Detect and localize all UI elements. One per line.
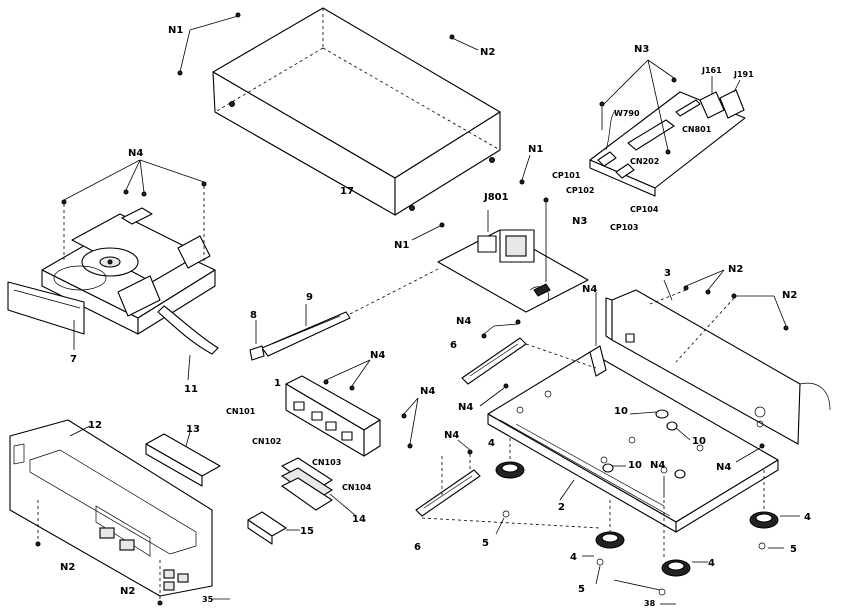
label-n4-c: N4 <box>650 460 665 471</box>
label-cp104: CP104 <box>630 205 659 214</box>
label-n4-m1: N4 <box>456 316 471 327</box>
label-page-a: 35 <box>202 595 214 604</box>
power-pcb <box>437 197 589 313</box>
label-9: 9 <box>306 292 313 303</box>
chassis <box>487 292 779 533</box>
knob <box>249 320 265 361</box>
label-5a: 5 <box>482 538 489 549</box>
label-17: 17 <box>340 186 354 197</box>
label-3: 3 <box>664 268 671 279</box>
label-cn103: CN103 <box>312 458 341 467</box>
label-2: 2 <box>558 502 565 513</box>
label-cp103: CP103 <box>610 223 638 232</box>
label-cn101: CN101 <box>226 407 256 416</box>
label-4c: 4 <box>708 558 715 569</box>
label-8: 8 <box>250 310 257 321</box>
cd-mechanism <box>41 159 216 335</box>
label-cn102: CN102 <box>252 437 281 446</box>
label-j801: J801 <box>483 192 509 203</box>
feet <box>495 438 800 577</box>
label-4a: 4 <box>488 438 495 449</box>
callout-labels: N1 N2 N1 N1 N3 J801 N3 J161 J191 W790 CN… <box>60 25 811 608</box>
button-holder <box>145 431 221 487</box>
slide-rod <box>261 267 441 357</box>
label-n2-r1: N2 <box>728 264 743 275</box>
cover-screws <box>177 12 531 241</box>
label-cp102: CP102 <box>566 186 594 195</box>
side-rail-upper <box>461 319 597 407</box>
label-10c: 10 <box>628 460 642 471</box>
label-n2-r2: N2 <box>782 290 797 301</box>
label-n4-top: N4 <box>128 148 143 159</box>
label-n2-left: N2 <box>60 562 75 573</box>
label-7: 7 <box>70 354 77 365</box>
rear-pcb <box>589 59 746 197</box>
label-cp101: CP101 <box>552 171 581 180</box>
flat-cable <box>157 305 219 381</box>
label-12: 12 <box>88 420 102 431</box>
label-n4-r2: N4 <box>716 462 731 473</box>
label-10b: 10 <box>692 436 706 447</box>
front-panel <box>9 419 213 606</box>
label-6a: 6 <box>450 340 457 351</box>
label-n4-b2: N4 <box>420 386 435 397</box>
label-n4-m3: N4 <box>444 430 459 441</box>
label-n1-a: N1 <box>168 25 183 36</box>
label-j191: J191 <box>733 70 754 79</box>
label-n1-b: N1 <box>528 144 543 155</box>
label-n3-a: N3 <box>572 216 587 227</box>
label-page-b: 38 <box>644 599 656 608</box>
label-n2-bottom-left: N2 <box>120 586 135 597</box>
label-cn202: CN202 <box>630 157 659 166</box>
label-11: 11 <box>184 384 198 395</box>
button-stack <box>280 457 357 517</box>
label-w790: W790 <box>614 109 640 118</box>
button-block <box>247 511 300 545</box>
front-pcb <box>285 359 419 457</box>
label-j161: J161 <box>701 66 722 75</box>
label-10a: 10 <box>614 406 628 417</box>
label-n3-top: N3 <box>634 44 649 55</box>
label-5c: 5 <box>578 584 585 595</box>
label-n2-a: N2 <box>480 47 495 58</box>
label-n4-r1: N4 <box>582 284 597 295</box>
top-cover <box>212 7 501 216</box>
label-n4-b1: N4 <box>370 350 385 361</box>
label-n1-c: N1 <box>394 240 409 251</box>
label-14: 14 <box>352 514 366 525</box>
tray-front <box>7 281 85 350</box>
label-6b: 6 <box>414 542 421 553</box>
label-13: 13 <box>186 424 200 435</box>
side-rail-lower <box>415 439 601 529</box>
back-panel <box>605 269 831 445</box>
label-cn801: CN801 <box>682 125 712 134</box>
label-cn104: CN104 <box>342 483 372 492</box>
label-4d: 4 <box>804 512 811 523</box>
label-5b: 5 <box>790 544 797 555</box>
label-1: 1 <box>274 378 281 389</box>
label-n4-m2: N4 <box>458 402 473 413</box>
washers <box>495 510 784 596</box>
label-4b: 4 <box>570 552 577 563</box>
label-15: 15 <box>300 526 314 537</box>
